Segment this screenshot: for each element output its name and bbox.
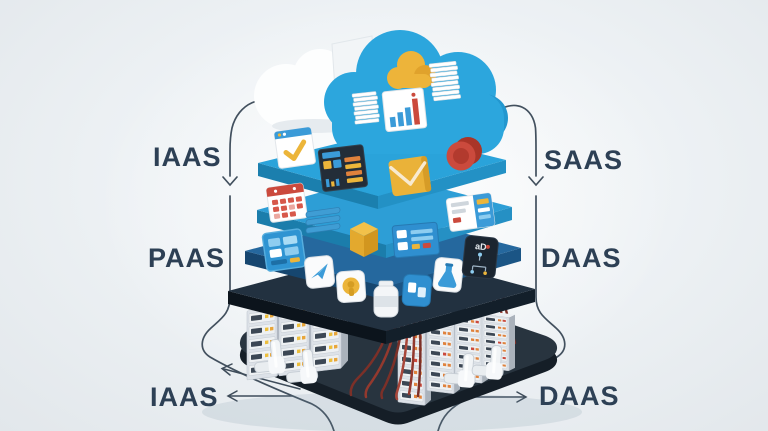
database-cylinder-icon (446, 137, 482, 171)
label-saas-top: SAAS (544, 145, 624, 175)
down-arrow (528, 176, 544, 187)
cube-icon (350, 222, 378, 257)
calendar-icon (265, 182, 308, 223)
label-iaas-top: IAAS (153, 142, 222, 172)
left-arrow (226, 390, 238, 402)
down-arrow (222, 176, 238, 187)
label-daas-bottom: DAAS (539, 381, 620, 411)
flask-icon (432, 257, 464, 293)
up-left-arrow (220, 363, 233, 376)
kanban-card-icon (391, 221, 440, 259)
app-window-icon (401, 273, 433, 307)
label-daas-mid: DAAS (541, 243, 622, 273)
paper-plane-icon (304, 255, 335, 289)
document-stack-icon (428, 60, 461, 102)
label-paas-mid: PAAS (148, 243, 226, 273)
browser-check-icon (273, 126, 316, 169)
envelope-icon (388, 155, 432, 197)
code-tile-icon: aD (461, 235, 499, 280)
bar-chart-icon (381, 87, 428, 132)
yellow-cloud-icon (387, 51, 436, 89)
right-arrow (516, 391, 528, 403)
form-card-icon (445, 192, 496, 232)
layer-stack-icon (305, 207, 341, 234)
guide-lines (201, 99, 566, 431)
dashboard-screen-icon (317, 144, 368, 192)
document-stack-icon (351, 91, 380, 125)
label-iaas-bottom: IAAS (150, 382, 219, 412)
app-screen-icon (261, 228, 307, 272)
left-guide-lower (201, 195, 335, 431)
iaas-diagonal-line (223, 368, 301, 390)
jar-icon (373, 280, 399, 318)
code-tile-text: aD (475, 241, 488, 252)
coin-icon (335, 269, 367, 304)
right-guide-lower (437, 195, 566, 431)
right-guide-top-curve (495, 104, 537, 177)
